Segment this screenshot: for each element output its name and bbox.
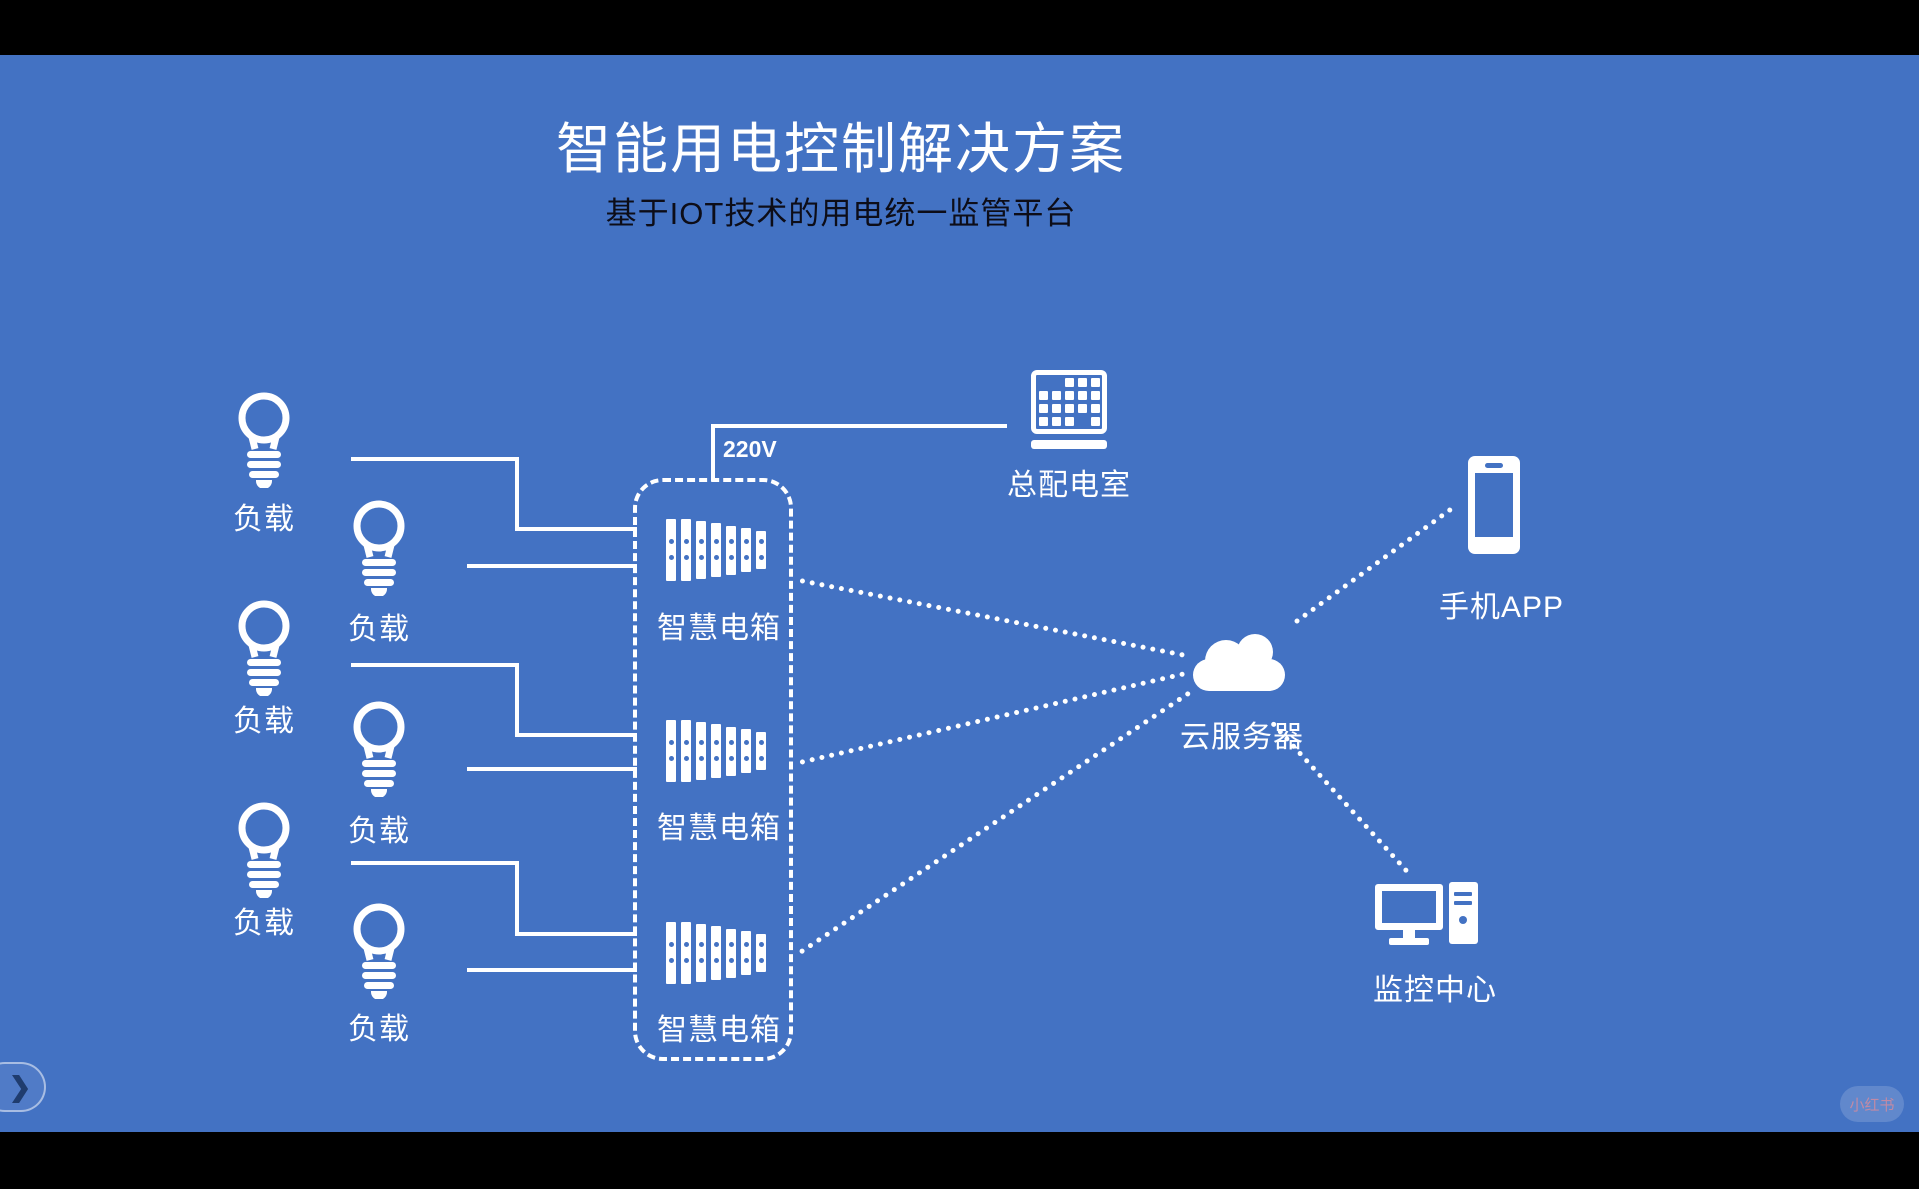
slide-subtitle: 基于IOT技术的用电统一监管平台 [605,196,1077,231]
smart-box-label: 智慧电箱 [657,1014,781,1047]
smart-box-enclosure [633,478,793,1061]
connector-line [351,457,519,461]
monitor-stand [1403,930,1415,938]
distribution-room-frame [1031,370,1107,434]
distribution-room-base [1031,440,1107,449]
connector-line [467,968,637,972]
load-label: 负载 [348,613,410,646]
load-label: 负载 [348,1013,410,1046]
computer-tower [1449,882,1478,944]
smart-box-icon [666,922,770,984]
slide-background [0,55,1919,1132]
load-label: 负载 [348,815,410,848]
connector-line [515,457,519,531]
cloud-server-label: 云服务器 [1180,721,1304,754]
smart-box-icon [666,519,770,581]
load-label: 负载 [233,705,295,738]
chevron-right-icon: ❯ [8,1071,32,1102]
connector-line [515,527,637,531]
connector-line [467,767,637,771]
load-bulb-icon [235,801,293,899]
monitor-screen [1375,884,1443,930]
connector-line [515,861,519,936]
connector-line [351,861,519,865]
connector-line [351,663,519,667]
load-bulb-icon [350,499,408,597]
monitor-icon [1375,882,1479,948]
phone-icon [1468,456,1520,554]
phone-speaker [1485,463,1503,468]
distribution-room-grid [1038,378,1100,426]
next-slide-button[interactable]: ❯ [0,1062,46,1112]
watermark-badge: 小红书 [1840,1086,1904,1122]
smart-box-label: 智慧电箱 [657,612,781,645]
phone-app-label: 手机APP [1438,591,1565,624]
distribution-room-icon [1031,370,1107,454]
phone-screen [1475,473,1513,537]
load-bulb-icon [235,391,293,489]
connector-line [515,733,637,737]
connector-line [467,564,637,568]
monitor-base [1389,938,1429,945]
slide-title: 智能用电控制解决方案 [555,118,1126,180]
load-bulb-icon [350,700,408,798]
voltage-label: 220V [723,436,777,462]
watermark-text: 小红书 [1849,1096,1895,1114]
load-bulb-icon [350,902,408,1000]
monitoring-center-label: 监控中心 [1373,974,1497,1007]
feed-line-horizontal [711,424,1007,428]
load-bulb-icon [235,599,293,697]
connector-line [515,663,519,737]
feed-line-vertical [711,424,715,481]
smart-box-label: 智慧电箱 [657,812,781,845]
connector-line [515,932,637,936]
distribution-room-label: 总配电室 [1007,469,1131,502]
load-label: 负载 [233,503,295,536]
cloud-server-icon [1193,634,1285,691]
load-label: 负载 [233,907,295,940]
smart-box-icon [666,720,770,782]
